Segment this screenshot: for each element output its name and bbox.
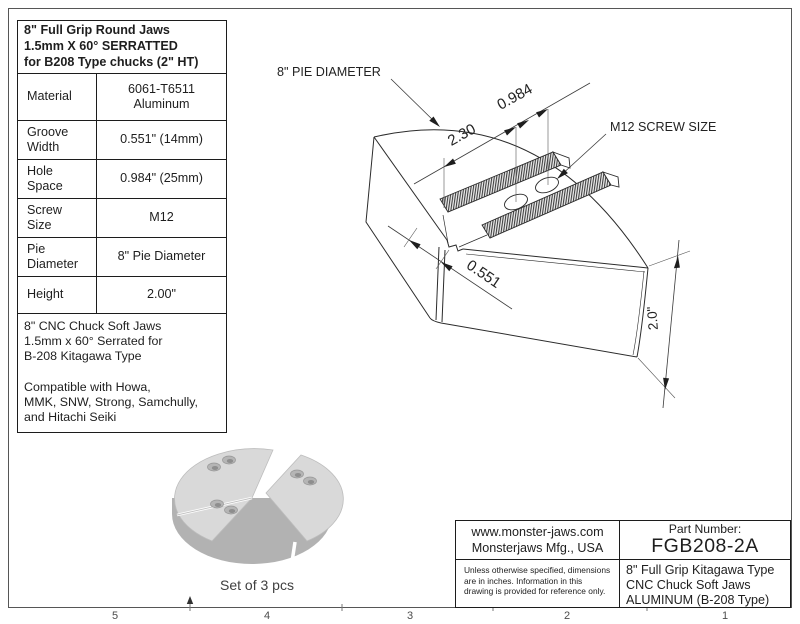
arrowhead [557, 168, 568, 179]
arrowhead [429, 116, 440, 127]
spec-row-value: 8" Pie Diameter [96, 238, 226, 276]
part-number: FGB208-2A [651, 535, 759, 558]
table-row: Material 6061-T6511 Aluminum [18, 73, 226, 120]
dim-serration-length: 2.30 [445, 121, 479, 150]
set-caption: Set of 3 pcs [220, 577, 294, 593]
arrowhead [663, 377, 670, 390]
arrowhead [504, 127, 516, 136]
ruler-number: 3 [406, 610, 414, 622]
table-row: Screw Size M12 [18, 198, 226, 237]
spec-row-value: M12 [96, 199, 226, 237]
front-rail-end-cap [601, 171, 620, 188]
dim-groove-width: 0.551 [463, 257, 504, 292]
dimension-annotations: 2.30 0.984 0.551 2.0" 8" PIE DIAMETER M1… [277, 65, 716, 409]
spec-row-label: Hole Space [27, 163, 63, 193]
spec-row-label: Material [27, 89, 72, 104]
spec-notes: 8" CNC Chuck Soft Jaws 1.5mm x 60° Serra… [18, 313, 226, 432]
manufacturer-cell: www.monster-jaws.com Monsterjaws Mfg., U… [456, 521, 619, 559]
pie-set-illustration: Set of 3 pcs [172, 448, 344, 593]
table-row: Hole Space 0.984" (25mm) [18, 159, 226, 198]
screw-size-label: M12 SCREW SIZE [610, 120, 716, 134]
ruler-number: 4 [263, 610, 271, 622]
part-description: 8" Full Grip Kitagawa Type CNC Chuck Sof… [619, 559, 790, 609]
jaw-block-outline [365, 129, 649, 358]
spec-row-value: 0.984" (25mm) [96, 160, 226, 198]
pie-wedge-piece [265, 454, 344, 542]
arrowhead [517, 120, 529, 129]
title-block: www.monster-jaws.com Monsterjaws Mfg., U… [455, 520, 791, 609]
arrowhead [673, 256, 680, 269]
table-row: Pie Diameter 8" Pie Diameter [18, 237, 226, 276]
serrated-rails [439, 151, 620, 239]
screw-hole-2 [535, 176, 559, 194]
spec-row-label: Pie Diameter [27, 241, 79, 271]
spec-table: 8" Full Grip Round Jaws 1.5mm X 60° SERR… [17, 20, 227, 433]
center-mark-arrow [186, 596, 194, 604]
manufacturer: Monsterjaws Mfg., USA [471, 541, 604, 555]
dim-height: 2.0" [644, 306, 661, 331]
pie-circumference-arc [373, 129, 649, 269]
table-row: Height 2.00" [18, 276, 226, 313]
website: www.monster-jaws.com [471, 524, 604, 539]
disclaimer: Unless otherwise specified, dimensions a… [456, 559, 619, 608]
pie-diameter-label: 8" PIE DIAMETER [277, 65, 381, 79]
ruler-number: 2 [563, 610, 571, 622]
dim-hole-space: 0.984 [494, 81, 535, 114]
back-rail-end-cap [551, 151, 571, 169]
arrowhead [444, 158, 456, 167]
ruler-number: 5 [111, 610, 119, 622]
spec-row-value: 0.551" (14mm) [96, 121, 226, 159]
sheet-border-frame [8, 8, 792, 608]
spec-row-label: Groove Width [27, 124, 69, 154]
spec-row-label: Height [27, 287, 64, 302]
arrowhead [441, 262, 453, 272]
ruler-number: 1 [721, 610, 729, 622]
part-number-label: Part Number: [668, 522, 742, 537]
spec-row-value: 2.00" [96, 277, 226, 313]
part-number-cell: Part Number: FGB208-2A [619, 521, 790, 559]
spec-row-value: 6061-T6511 Aluminum [96, 74, 226, 120]
table-row: Groove Width 0.551" (14mm) [18, 120, 226, 159]
spec-table-title: 8" Full Grip Round Jaws 1.5mm X 60° SERR… [24, 23, 199, 69]
pie-big-piece-top [174, 448, 274, 542]
groove-notch [446, 239, 464, 252]
spec-row-label: Screw Size [27, 202, 62, 232]
arrowhead [409, 240, 421, 250]
arrowhead [536, 109, 548, 118]
